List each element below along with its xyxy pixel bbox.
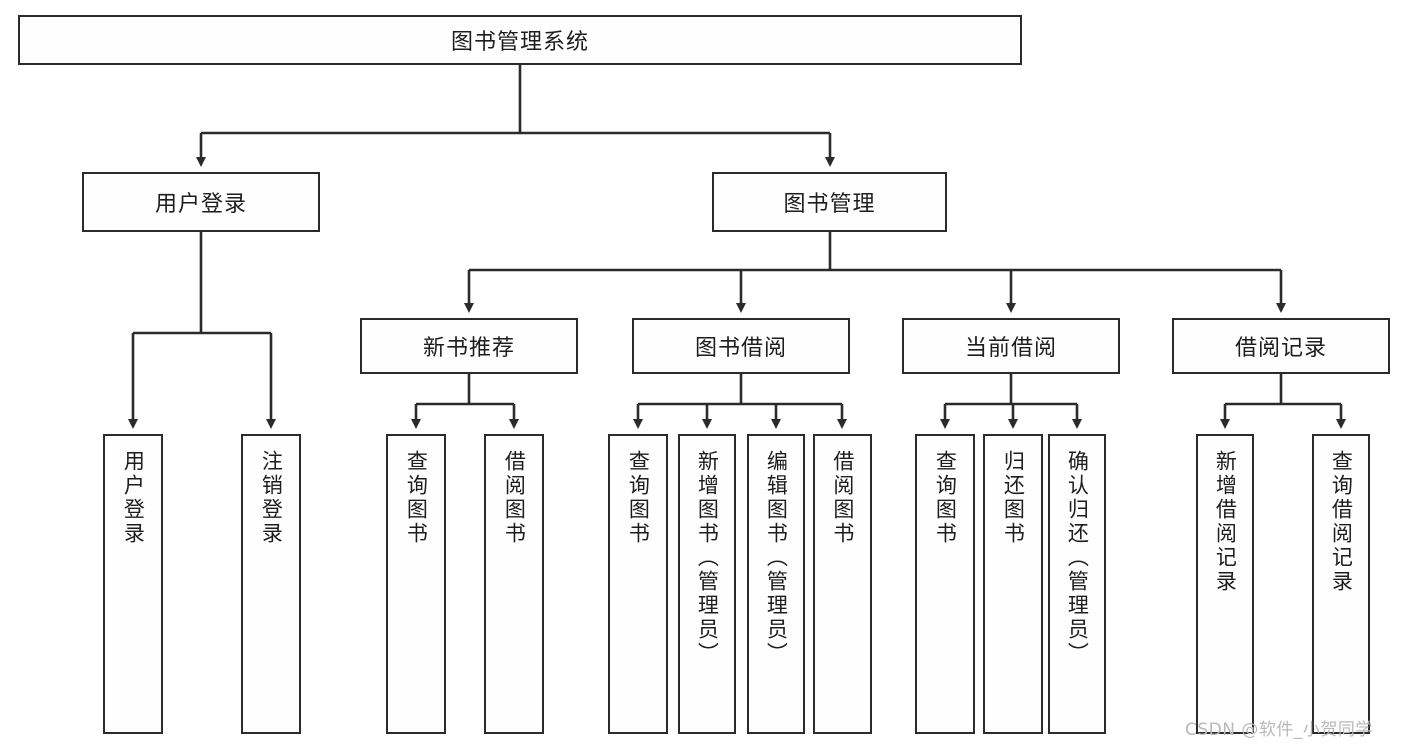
node-leaf-add-book-label: 新增图书（管理员） [695,450,720,666]
node-leaf-add-record[interactable]: 新增借阅记录 [1196,434,1254,734]
node-leaf-query-book-2[interactable]: 查询图书 [608,434,668,734]
node-borrow-record[interactable]: 借阅记录 [1172,318,1390,374]
node-current-borrow[interactable]: 当前借阅 [902,318,1120,374]
node-leaf-edit-book[interactable]: 编辑图书（管理员） [747,434,805,734]
node-current-borrow-label: 当前借阅 [964,336,1057,361]
node-book-manage[interactable]: 图书管理 [712,172,947,232]
watermark-text: CSDN @软件_小贺同学 [1185,720,1373,740]
node-leaf-query-record[interactable]: 查询借阅记录 [1312,434,1370,734]
node-leaf-logout[interactable]: 注销登录 [241,434,301,734]
node-leaf-user-login[interactable]: 用户登录 [103,434,163,734]
node-book-manage-label: 图书管理 [783,192,876,217]
node-leaf-confirm-return-label: 确认归还（管理员） [1065,450,1090,666]
node-leaf-query-book-2-label: 查询图书 [626,450,651,546]
node-leaf-borrow-book-2-label: 借阅图书 [830,450,855,546]
node-user-login-label: 用户登录 [154,192,247,217]
node-leaf-query-record-label: 查询借阅记录 [1329,450,1354,594]
node-new-book-recommend[interactable]: 新书推荐 [360,318,578,374]
node-borrow-record-label: 借阅记录 [1234,336,1327,361]
node-user-login[interactable]: 用户登录 [82,172,320,232]
node-leaf-return-book[interactable]: 归还图书 [983,434,1043,734]
node-book-borrow-label: 图书借阅 [694,336,787,361]
node-leaf-query-book-3[interactable]: 查询图书 [915,434,975,734]
node-leaf-borrow-book-1[interactable]: 借阅图书 [484,434,544,734]
node-book-borrow[interactable]: 图书借阅 [632,318,850,374]
node-leaf-logout-label: 注销登录 [259,450,284,546]
node-leaf-query-book-1-label: 查询图书 [404,450,429,546]
node-leaf-confirm-return[interactable]: 确认归还（管理员） [1048,434,1106,734]
node-new-book-recommend-label: 新书推荐 [422,336,515,361]
node-leaf-edit-book-label: 编辑图书（管理员） [764,450,789,666]
node-leaf-query-book-1[interactable]: 查询图书 [386,434,446,734]
node-leaf-user-login-label: 用户登录 [121,450,146,546]
node-root-label: 图书管理系统 [450,30,589,55]
node-leaf-borrow-book-1-label: 借阅图书 [502,450,527,546]
node-leaf-borrow-book-2[interactable]: 借阅图书 [813,434,872,734]
node-leaf-add-book[interactable]: 新增图书（管理员） [678,434,736,734]
node-leaf-query-book-3-label: 查询图书 [933,450,958,546]
node-leaf-add-record-label: 新增借阅记录 [1213,450,1238,594]
node-root[interactable]: 图书管理系统 [18,15,1022,65]
node-leaf-return-book-label: 归还图书 [1001,450,1026,546]
